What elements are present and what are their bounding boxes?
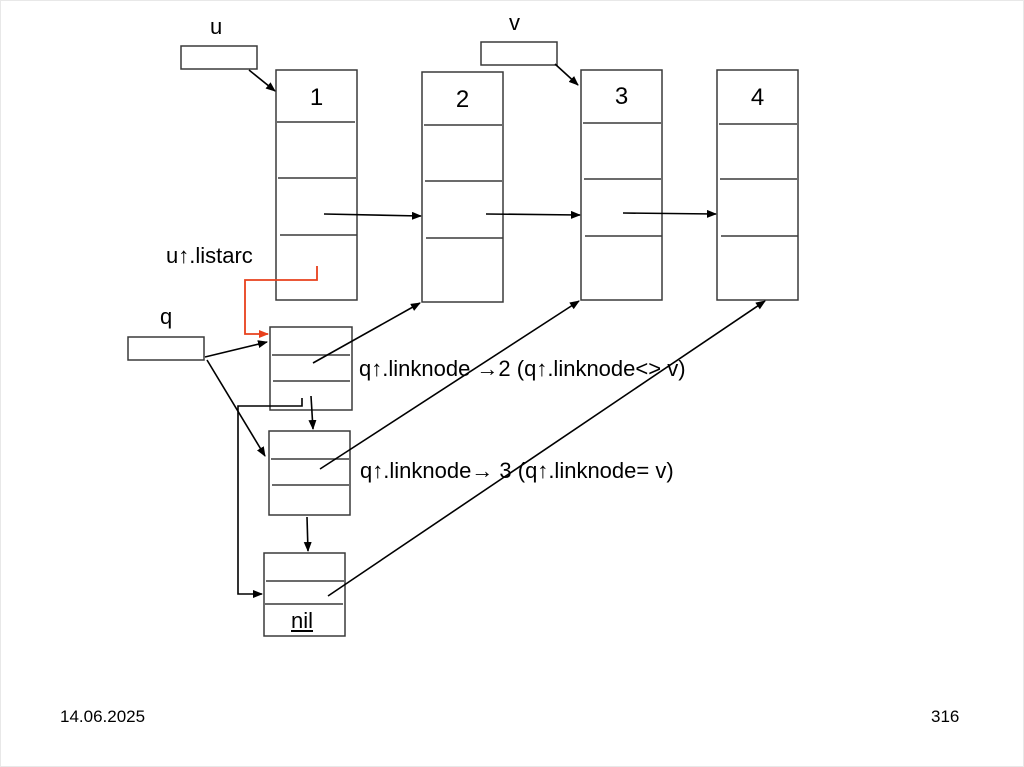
arrow-q-to-arc1: [204, 340, 268, 358]
pointer-label-u: u: [210, 14, 223, 39]
arrow-arc1-to-arc2: [308, 395, 317, 430]
arrow-q-to-arc2: [206, 359, 266, 457]
node-1-label: 1: [309, 84, 324, 111]
arc-node-2: [268, 430, 351, 516]
arrow-q-to-arc3: [237, 398, 303, 598]
node-2: [421, 71, 504, 303]
node-4-label: 4: [750, 84, 765, 111]
footer-date: 14.06.2025: [60, 707, 146, 726]
arrow-node1-to-node2: [323, 211, 422, 220]
listarc-label: u↑.listarc: [166, 243, 253, 268]
arrow-arc2-to-arc3: [303, 516, 312, 552]
node-1: [275, 69, 358, 301]
arc-node-3: [263, 552, 346, 637]
node-3-label: 3: [614, 83, 629, 110]
arc-node-1: [269, 326, 353, 411]
arrow-arc3-linknode: [327, 300, 766, 597]
node-3: [580, 69, 663, 301]
pointer-label-q: q: [160, 304, 173, 329]
arrow-v-to-node3: [554, 63, 579, 86]
arrow-arc1-linknode: [312, 302, 421, 364]
footer-page-number: 316: [931, 707, 960, 726]
arrow-arc2-linknode: [319, 300, 580, 470]
node-4: [716, 69, 799, 301]
arrow-node2-to-node3: [485, 210, 581, 219]
arrow-listarc-highlight: [244, 266, 318, 338]
pointer-box-q: [127, 336, 205, 361]
step1-annotation: q↑.linknode →2 (q↑.linknode<> v): [359, 356, 686, 381]
arrow-node3-to-node4: [622, 209, 717, 218]
step2-annotation: q↑.linknode→ 3 (q↑.linknode= v): [360, 458, 674, 483]
pointer-box-u: [180, 45, 258, 70]
arrow-u-to-node1: [248, 69, 276, 92]
node-2-label: 2: [455, 86, 470, 113]
nil-label: nil: [291, 608, 314, 633]
pointer-box-v: [480, 41, 558, 66]
pointer-label-v: v: [509, 10, 520, 35]
